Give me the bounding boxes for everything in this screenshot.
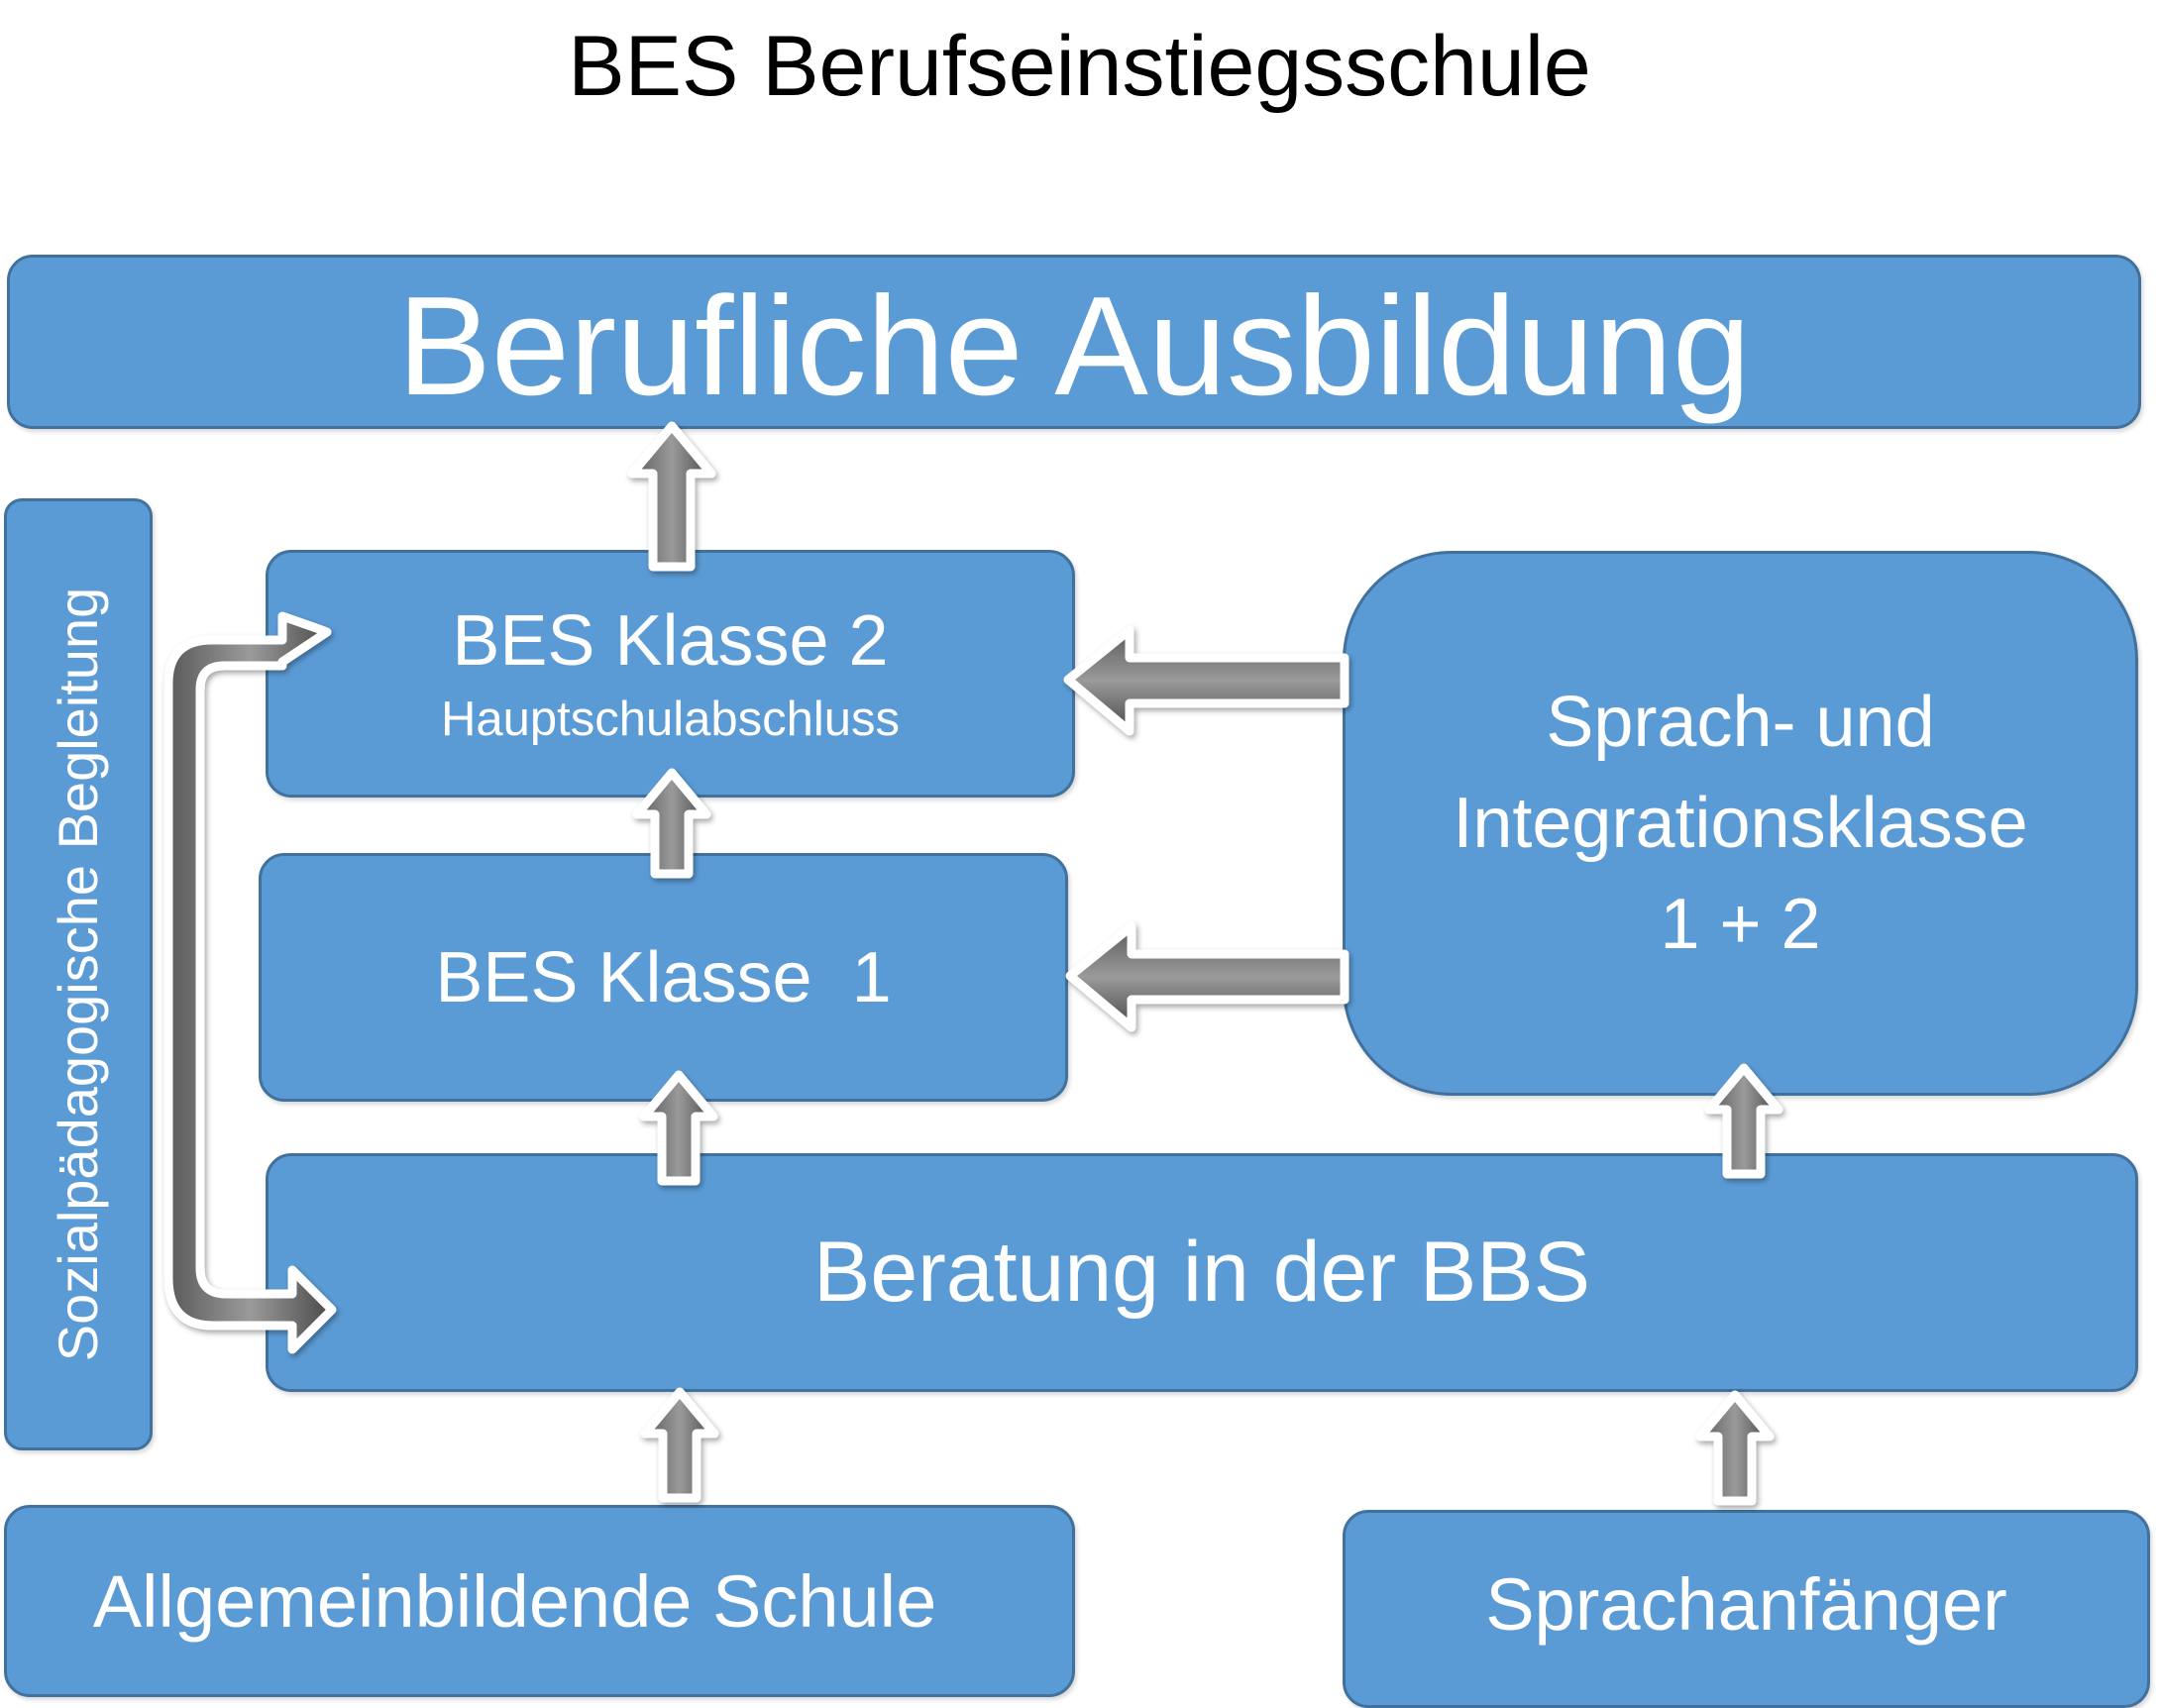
- label: Beratung in der BBS: [812, 1225, 1591, 1320]
- arrow-up-icon: [1704, 1063, 1783, 1179]
- arrow-up-icon: [639, 1070, 718, 1186]
- label: Sprachanfänger: [1485, 1562, 2007, 1646]
- label-line1: Sprach- und: [1546, 683, 1935, 762]
- box-sozialpaedagogische-begleitung: Sozialpädagogische Begleitung: [4, 498, 153, 1450]
- label: BES Klasse 2: [452, 601, 889, 681]
- box-allgemeinbildende-schule: Allgemeinbildende Schule: [4, 1505, 1075, 1697]
- box-beratung-bbs: Beratung in der BBS: [266, 1153, 2138, 1392]
- label: Allgemeinbildende Schule: [92, 1559, 937, 1643]
- arrow-up-icon: [1695, 1390, 1775, 1506]
- label-line2: Integrationsklasse: [1453, 784, 2028, 863]
- arrow-up-icon: [627, 421, 716, 572]
- box-berufliche-ausbildung: Berufliche Ausbildung: [7, 255, 2141, 429]
- arrow-left-icon: [1063, 625, 1349, 736]
- arrow-left-icon: [1065, 921, 1349, 1032]
- arrow-up-icon: [632, 768, 711, 879]
- diagram-title: BES Berufseinstiegsschule: [568, 19, 1591, 114]
- box-bes-klasse-2: BES Klasse 2 Hauptschulabschluss: [266, 550, 1075, 798]
- label: Berufliche Ausbildung: [397, 267, 1751, 425]
- arrow-up-icon: [640, 1387, 719, 1503]
- label-line3: 1 + 2: [1660, 885, 1821, 964]
- sublabel: Hauptschulabschluss: [440, 693, 901, 746]
- box-sprach-integrationsklasse: Sprach- und Integrationsklasse 1 + 2: [1343, 551, 2138, 1096]
- label: BES Klasse 1: [435, 937, 892, 1017]
- bent-arrow-icon: [163, 611, 337, 1354]
